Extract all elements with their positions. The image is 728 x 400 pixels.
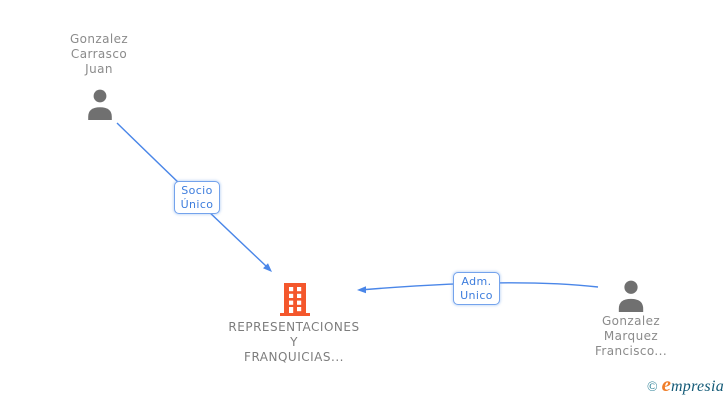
edge-label-line: Único (180, 198, 214, 211)
edge-label-line: Adm. (461, 275, 492, 288)
edge-label-adm-unico[interactable]: Adm. Unico (453, 272, 500, 305)
edge-label-socio-unico[interactable]: Socio Único (174, 181, 220, 214)
person-right-name: Gonzalez Marquez Francisco... (571, 314, 691, 359)
name-line: Marquez (603, 329, 659, 343)
edge-label-line: Unico (460, 289, 493, 302)
name-line: Francisco... (594, 344, 668, 358)
edge-socio-unico-arrowhead (263, 263, 272, 272)
person-icon[interactable] (616, 280, 646, 312)
name-line: Gonzalez (601, 314, 661, 328)
company-name-line: Y (290, 335, 298, 349)
empresia-logo[interactable]: © empresia (647, 372, 724, 397)
person-icon[interactable] (86, 89, 114, 120)
company-name-line: FRANQUICIAS... (244, 350, 344, 364)
edge-label-line: Socio (181, 184, 213, 197)
edge-adm-unico-line (365, 282, 599, 291)
edge-adm-unico-arrowhead (357, 286, 366, 294)
name-line: Carrasco (70, 47, 128, 61)
logo-text: mpresia (670, 378, 724, 395)
company-name[interactable]: REPRESENTACIONES Y FRANQUICIAS... (214, 320, 374, 365)
building-icon[interactable] (280, 282, 310, 316)
logo-initial: e (661, 372, 671, 396)
name-line: Juan (85, 62, 113, 76)
person-left-name: Gonzalez Carrasco Juan (39, 32, 159, 77)
name-line: Gonzalez (69, 32, 129, 46)
company-name-line: REPRESENTACIONES (228, 320, 360, 334)
copyright-icon: © (646, 380, 658, 395)
